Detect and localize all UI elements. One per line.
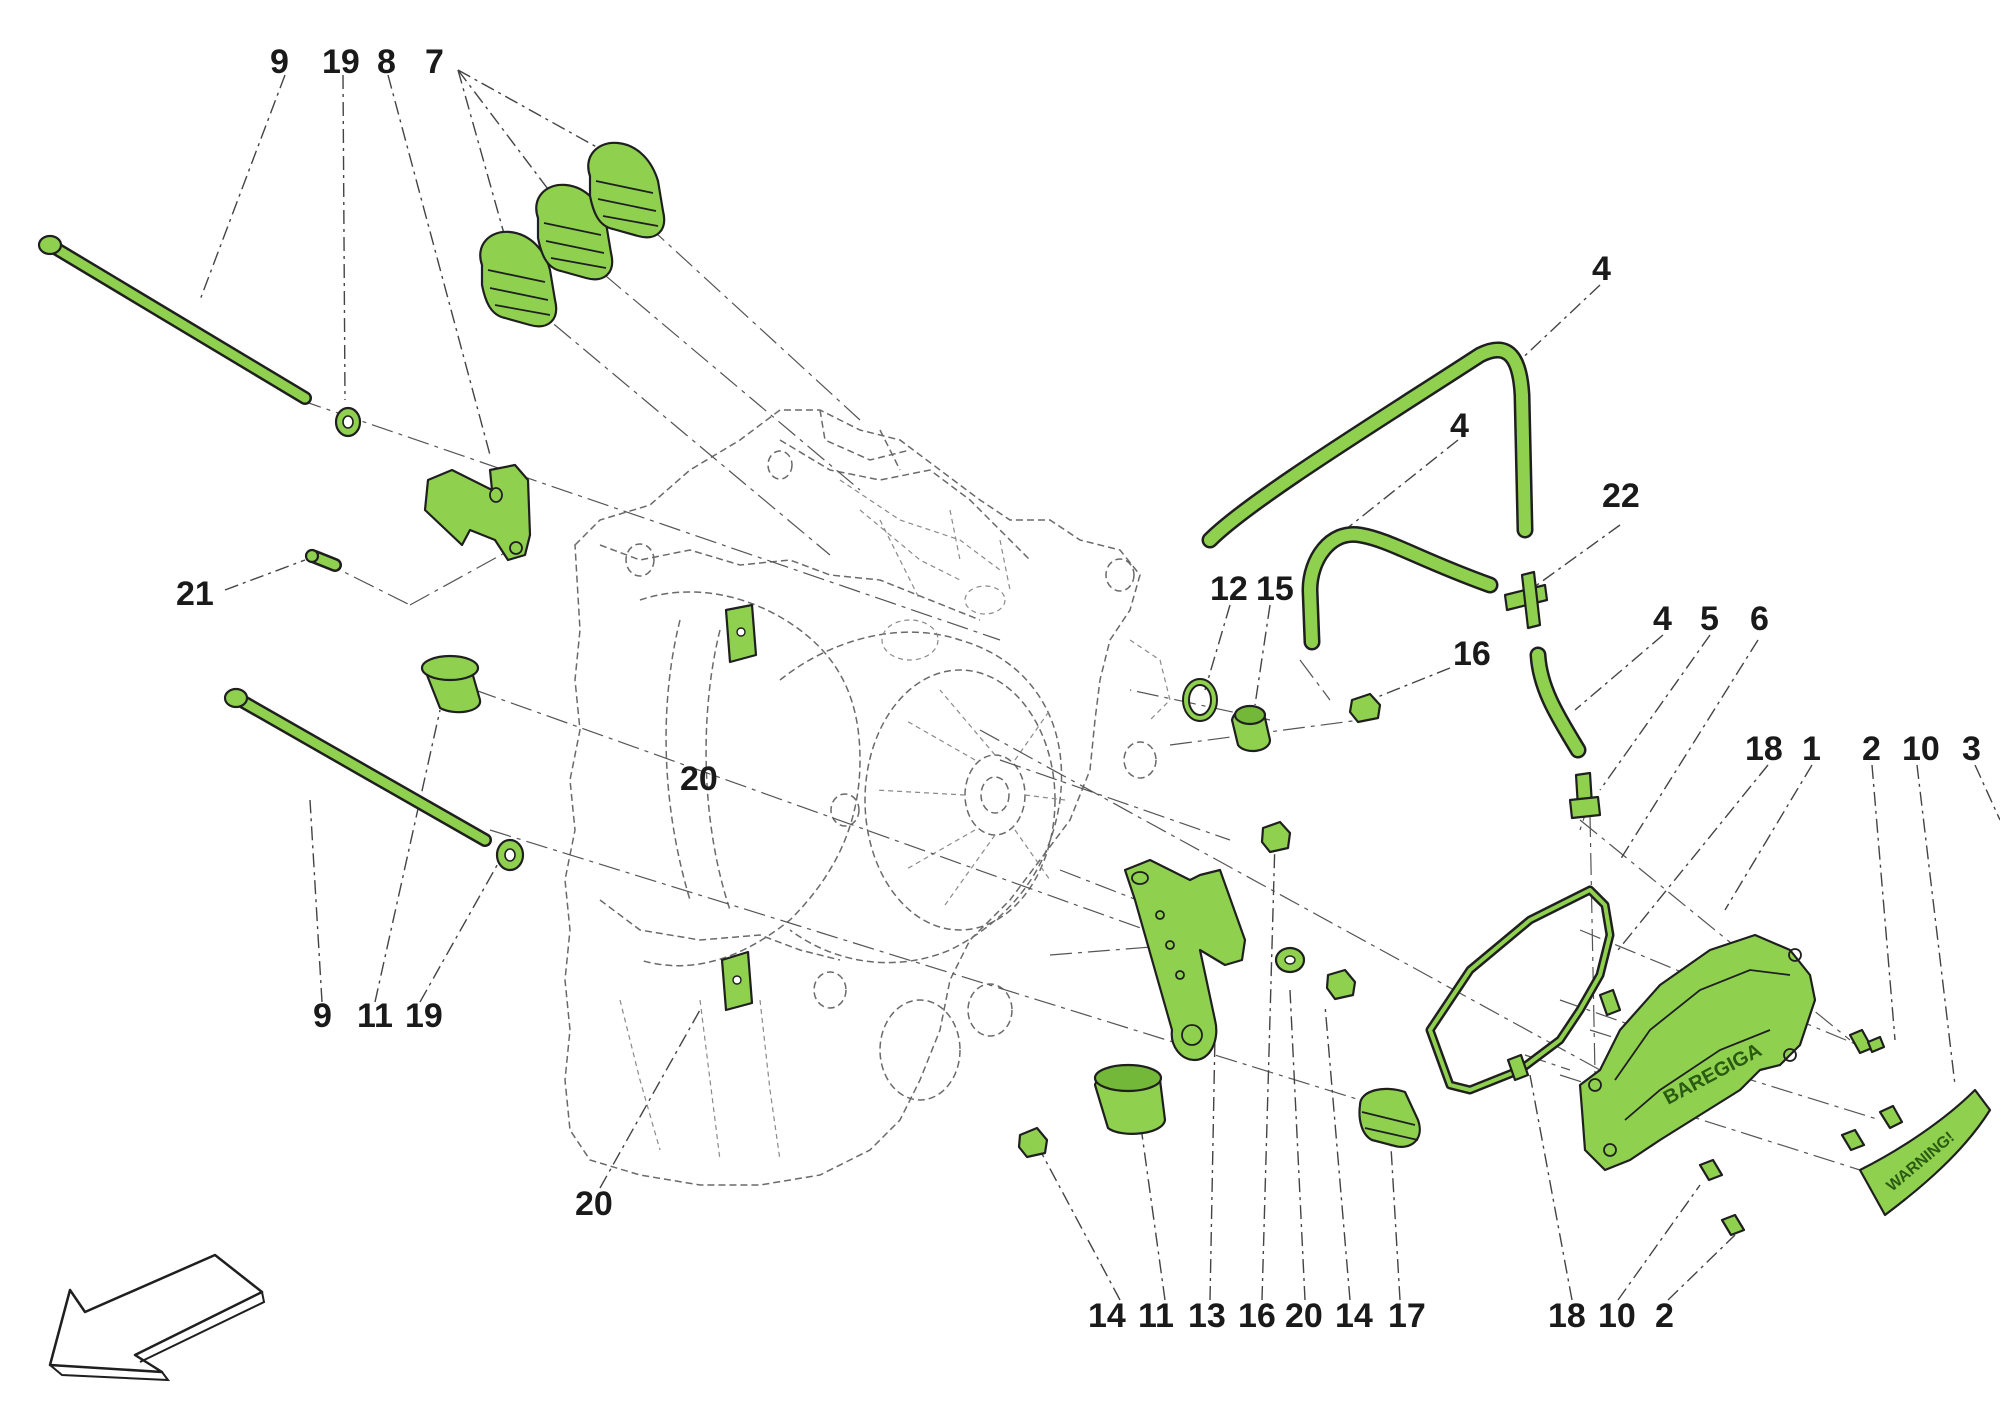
bushing-11-left [420, 654, 482, 714]
hose-4-right [1529, 646, 1587, 759]
circlip-12 [1182, 678, 1218, 722]
hose-4-mid [1301, 526, 1499, 651]
callout-19-top: 19 [322, 43, 360, 81]
pad-20-mid [724, 603, 758, 664]
tee-fitting-22 [1503, 570, 1549, 630]
callout-14-a: 14 [1088, 1297, 1126, 1335]
grommet-7-c [587, 141, 666, 239]
callout-19-bottom: 19 [405, 997, 443, 1035]
screw-21 [304, 548, 342, 572]
callout-4-top: 4 [1592, 250, 1611, 288]
bolt-9-lower [223, 687, 492, 847]
cover-1: BAREGIGA [1578, 933, 1817, 1172]
fitting-5 [1568, 771, 1602, 820]
grommet-7-a [479, 230, 558, 328]
callout-4-right: 4 [1653, 600, 1672, 638]
callout-2-upper: 2 [1862, 730, 1881, 768]
hose-4-top [1201, 341, 1534, 549]
leader-lines [199, 69, 2000, 1301]
callout-20-b: 20 [1285, 1297, 1323, 1335]
callout-21: 21 [176, 575, 214, 613]
callout-10-b: 10 [1598, 1297, 1636, 1335]
callout-4-mid: 4 [1450, 407, 1469, 445]
callout-17: 17 [1388, 1297, 1426, 1335]
washer-19-lower [495, 838, 525, 872]
callout-9-top: 9 [270, 43, 289, 81]
callout-8: 8 [377, 43, 396, 81]
warning-label-3: WARNING! [1858, 1088, 1992, 1217]
callout-22: 22 [1602, 477, 1640, 515]
bolt-9-upper [37, 234, 312, 405]
callout-18-b: 18 [1548, 1297, 1586, 1335]
callout-14-b: 14 [1335, 1297, 1373, 1335]
callout-3: 3 [1962, 730, 1981, 768]
callout-16-b: 16 [1238, 1297, 1276, 1335]
callout-15: 15 [1256, 570, 1294, 608]
pin-18-upper [1598, 988, 1622, 1017]
nut-14-right [1325, 968, 1357, 1001]
callout-16-upper: 16 [1453, 635, 1491, 673]
callout-6: 6 [1750, 600, 1769, 638]
washer-19-upper [334, 406, 362, 438]
nut-16-upper [1348, 692, 1382, 724]
washer-20-lower [1274, 946, 1306, 974]
pad-20-low [720, 950, 754, 1012]
callout-12: 12 [1210, 570, 1248, 608]
screw-upper-extra [1840, 1128, 1866, 1152]
bracket-13 [1123, 858, 1247, 1062]
callout-2-b: 2 [1655, 1297, 1674, 1335]
callout-18-upper: 18 [1745, 730, 1783, 768]
bushing-11-lower [1093, 1063, 1167, 1135]
callout-1: 1 [1802, 730, 1821, 768]
pin-18-lower [1506, 1053, 1530, 1082]
callout-20-mid: 20 [680, 760, 718, 798]
direction-arrow-icon [48, 1253, 266, 1382]
screw-10-upper [1878, 1104, 1904, 1130]
callout-7: 7 [425, 43, 444, 81]
callout-5: 5 [1700, 600, 1719, 638]
grommet-17 [1358, 1087, 1421, 1148]
callout-11-left: 11 [357, 997, 393, 1035]
screw-2-lower [1720, 1213, 1746, 1237]
nut-14-left [1017, 1126, 1049, 1159]
screw-2-upper [1848, 1028, 1886, 1055]
callout-20-low: 20 [575, 1185, 613, 1223]
callout-10-upper: 10 [1902, 730, 1940, 768]
callout-9-bottom: 9 [313, 997, 332, 1035]
bushing-15 [1230, 704, 1272, 753]
gearbox-housing-outline [564, 409, 1171, 1186]
screw-10-lower [1698, 1158, 1724, 1182]
callout-13: 13 [1188, 1297, 1226, 1335]
callout-11-b: 11 [1138, 1297, 1174, 1335]
bracket-8 [423, 463, 532, 562]
gasket-6 [1425, 885, 1615, 1095]
callout-labels: 9 19 8 7 21 20 9 11 19 20 4 4 22 12 15 1… [176, 43, 1981, 1335]
nut-16-lower [1260, 820, 1292, 854]
